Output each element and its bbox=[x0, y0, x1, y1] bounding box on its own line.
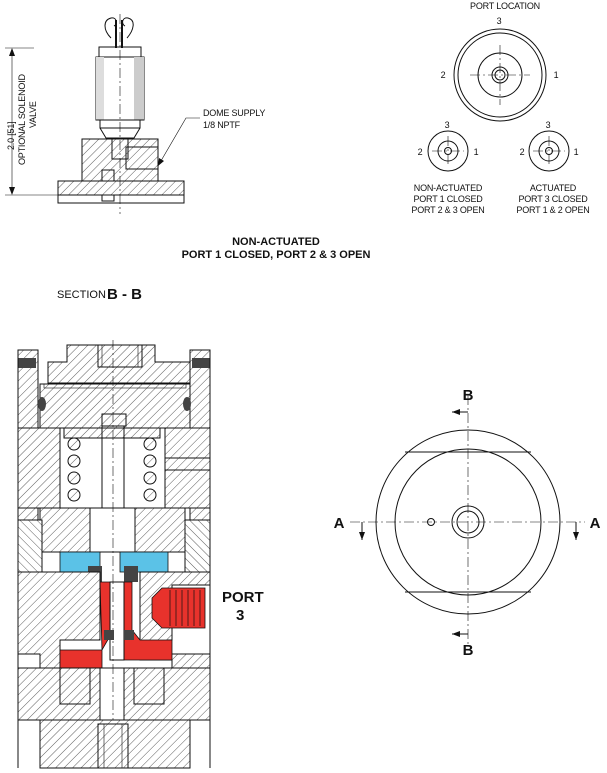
main-caption-line1: NON-ACTUATED bbox=[232, 236, 320, 248]
section-prefix: SECTION bbox=[57, 289, 106, 301]
bottom-cap bbox=[39, 719, 191, 769]
dome-supply-label: DOME SUPPLY bbox=[203, 108, 265, 118]
port-3-callout-number: 3 bbox=[236, 607, 244, 624]
section-b-b-cutaway: PORT 3 bbox=[17, 340, 264, 769]
non-actuated-port-3-label: 3 bbox=[445, 120, 450, 130]
actuated-caption-3: PORT 1 & 2 OPEN bbox=[516, 205, 589, 215]
non-actuated-caption-3: PORT 2 & 3 OPEN bbox=[411, 205, 484, 215]
non-actuated-port-1-label: 1 bbox=[474, 147, 479, 157]
section-a-left-label: A bbox=[334, 515, 345, 532]
solenoid-valve-elevation: 2.0 [51] OPTIONAL SOLENOID VALVE DOME SU… bbox=[5, 14, 266, 214]
solenoid-wire bbox=[104, 17, 117, 39]
dimension-label: 2.0 [51] bbox=[6, 122, 16, 150]
main-caption-line2: PORT 1 CLOSED, PORT 2 & 3 OPEN bbox=[182, 249, 371, 261]
actuated-port-3-label: 3 bbox=[546, 120, 551, 130]
port-location-title: PORT LOCATION bbox=[470, 1, 540, 11]
section-name: B - B bbox=[107, 286, 142, 303]
main-port-1-label: 1 bbox=[554, 70, 559, 80]
plan-view: B B A A bbox=[334, 387, 601, 659]
main-port-2-label: 2 bbox=[441, 70, 446, 80]
actuated-port-1-label: 1 bbox=[574, 147, 579, 157]
actuated-caption-1: ACTUATED bbox=[530, 183, 577, 193]
actuated-caption-2: PORT 3 CLOSED bbox=[518, 194, 588, 204]
non-actuated-caption-2: PORT 1 CLOSED bbox=[413, 194, 483, 204]
solenoid-label-line2: VALVE bbox=[28, 101, 38, 128]
dome-supply-thread: 1/8 NPTF bbox=[203, 120, 241, 130]
port-3-flow-red bbox=[123, 581, 173, 661]
non-actuated-caption-1: NON-ACTUATED bbox=[414, 183, 483, 193]
top-cap bbox=[47, 344, 191, 384]
solenoid-label-line1: OPTIONAL SOLENOID bbox=[17, 74, 27, 165]
actuated-port-symbol: 3 2 1 bbox=[520, 120, 579, 172]
solenoid-wire bbox=[122, 17, 134, 39]
spring-left bbox=[67, 437, 81, 502]
section-b-bottom-label: B bbox=[463, 642, 474, 659]
actuated-port-2-label: 2 bbox=[520, 147, 525, 157]
non-actuated-port-symbol: 3 2 1 bbox=[418, 120, 479, 172]
main-port-3-label: 3 bbox=[497, 16, 502, 26]
piston bbox=[39, 383, 191, 429]
port-location-diagram: PORT LOCATION 3 2 1 3 2 1 3 bbox=[411, 1, 589, 215]
port-3-callout-label: PORT bbox=[222, 589, 264, 606]
valve-base-flange bbox=[57, 180, 185, 196]
non-actuated-port-2-label: 2 bbox=[418, 147, 423, 157]
spring-right bbox=[143, 437, 157, 502]
section-a-right-label: A bbox=[590, 515, 601, 532]
port-3-connector bbox=[151, 587, 206, 629]
section-b-top-label: B bbox=[463, 387, 474, 404]
